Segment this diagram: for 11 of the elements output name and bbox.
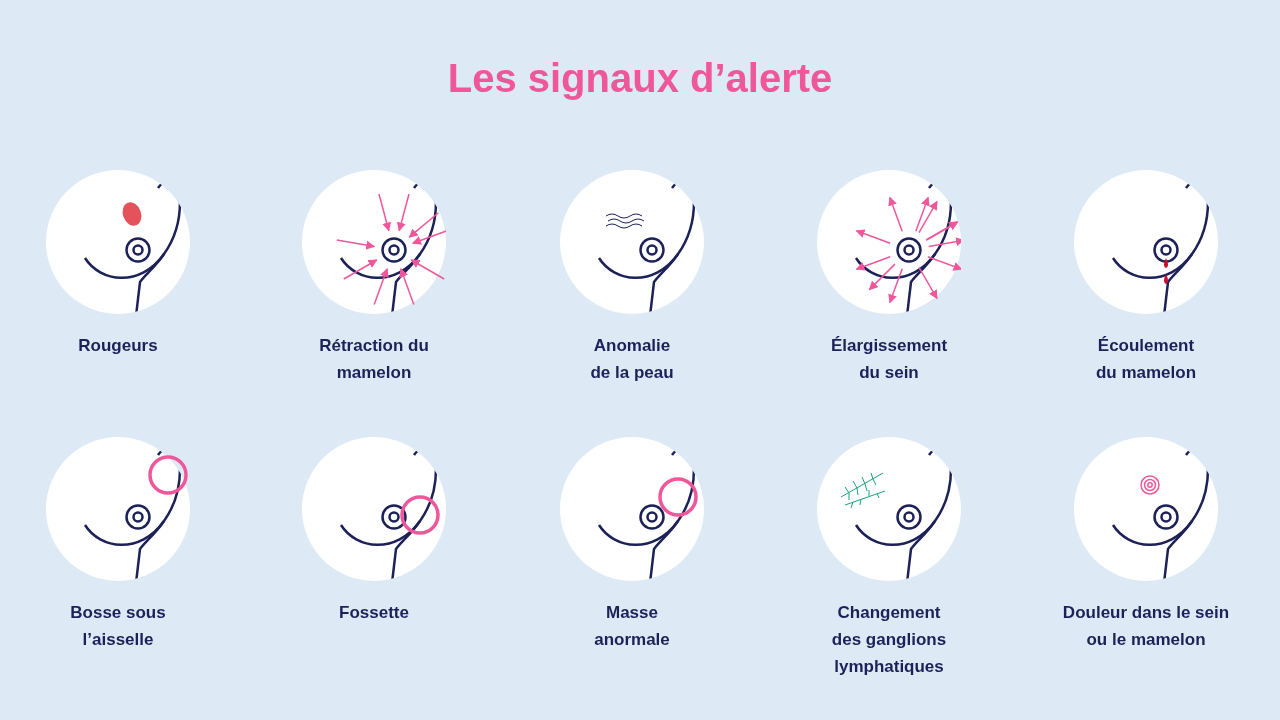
node-label: Fossette [339,602,409,624]
node-label: Élargissement du sein [829,335,949,384]
node-label: Masse anormale [593,602,671,651]
node-label: Bosse sous l’aisselle [69,602,167,651]
node-label: Changement des ganglions lymphatiques [830,602,948,678]
title: Les signaux d’alerte [447,56,833,101]
node-label: Douleur dans le sein ou le mamelon [1061,602,1231,651]
node-label: Rétraction du mamelon [318,335,430,384]
node-label: Écoulement du mamelon [1094,335,1198,384]
node-label: Rougeurs [78,335,158,357]
node-label: Anomalie de la peau [589,335,675,384]
